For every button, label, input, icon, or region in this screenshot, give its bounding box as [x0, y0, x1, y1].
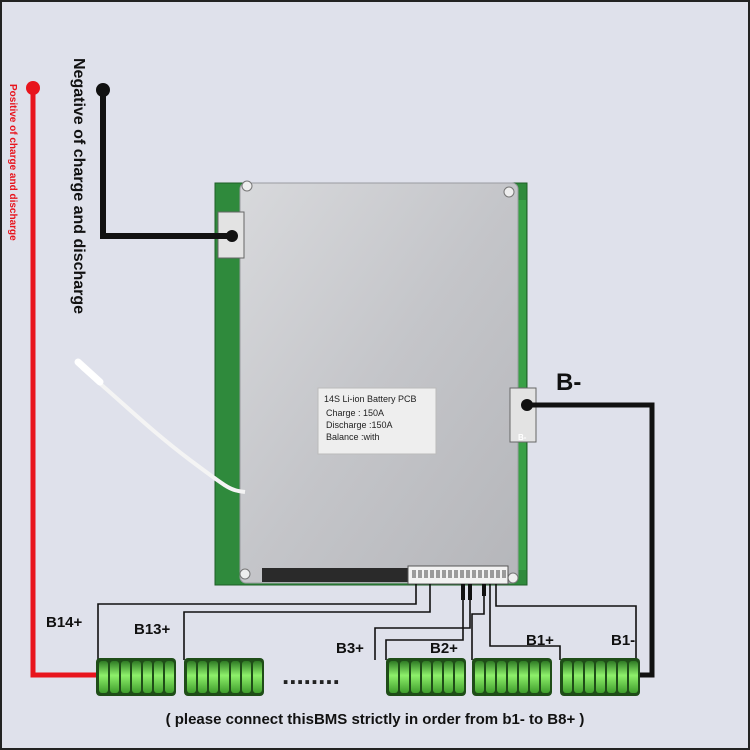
connector-pin [418, 570, 422, 578]
connector-pin [448, 570, 452, 578]
connector-pin [442, 570, 446, 578]
cell-b14 [96, 658, 176, 696]
label-b13-plus: B13+ [134, 621, 171, 638]
negative-wire-end [226, 230, 238, 242]
label-negative: Negative of charge and discharge [70, 58, 87, 314]
connector-pin [472, 570, 476, 578]
pcb-spec-sticker [317, 387, 437, 455]
pcb-discharge-spec: Discharge :150A [326, 420, 393, 430]
cell-b3 [386, 658, 466, 696]
connector-pin [484, 570, 488, 578]
positive-terminal-dot [26, 81, 40, 95]
label-b1-minus: B1- [611, 632, 635, 649]
connector-pin [412, 570, 416, 578]
connector-pin [460, 570, 464, 578]
connector-pin [466, 570, 470, 578]
label-b1-plus: B1+ [526, 632, 554, 649]
pad-b-minus-mark: B- [518, 433, 527, 442]
connector-pin [424, 570, 428, 578]
pcb-charge-spec: Charge : 150A [326, 408, 384, 418]
cell-b2 [472, 658, 552, 696]
balance-connector-pins [412, 570, 506, 578]
cell-b13 [184, 658, 264, 696]
bms-board: B- 14S Li-ion Battery PCB Charge : 150A … [214, 180, 537, 586]
balance-wires [97, 584, 637, 660]
screw-top-right [503, 186, 515, 198]
cell-b1 [560, 658, 640, 696]
screw-bottom-left [239, 568, 251, 580]
connector-pin [454, 570, 458, 578]
connector-pin [490, 570, 494, 578]
connector-pin [430, 570, 434, 578]
bottom-header-strip [262, 568, 410, 582]
omitted-cells-dots: ........ [282, 660, 340, 690]
connector-pin [478, 570, 482, 578]
connector-pin [502, 570, 506, 578]
b-minus-wire-end [521, 399, 533, 411]
label-b14-plus: B14+ [46, 614, 83, 631]
negative-wire [100, 92, 232, 239]
label-b-minus: B- [556, 369, 581, 396]
label-b3-plus: B3+ [336, 640, 364, 657]
temperature-sensor-cable [80, 366, 246, 494]
b-minus-pad [509, 387, 537, 443]
connector-pin [436, 570, 440, 578]
aluminium-heatsink [239, 182, 519, 584]
connector-pin [496, 570, 500, 578]
label-positive: Positive of charge and discharge [7, 84, 18, 241]
positive-wire [30, 88, 96, 678]
label-b2-plus: B2+ [430, 640, 458, 657]
screw-top-left [241, 180, 253, 192]
temperature-probe [74, 358, 104, 386]
negative-terminal-dot [96, 83, 110, 97]
pcb-balance-spec: Balance :with [326, 432, 380, 442]
wiring-instruction: ( please connect thisBMS strictly in ord… [166, 711, 585, 728]
screw-bottom-right [507, 572, 519, 584]
balance-connector-leads [461, 584, 486, 600]
b-minus-wire [527, 402, 655, 678]
battery-cells [96, 658, 640, 696]
pcb-title: 14S Li-ion Battery PCB [324, 394, 417, 404]
